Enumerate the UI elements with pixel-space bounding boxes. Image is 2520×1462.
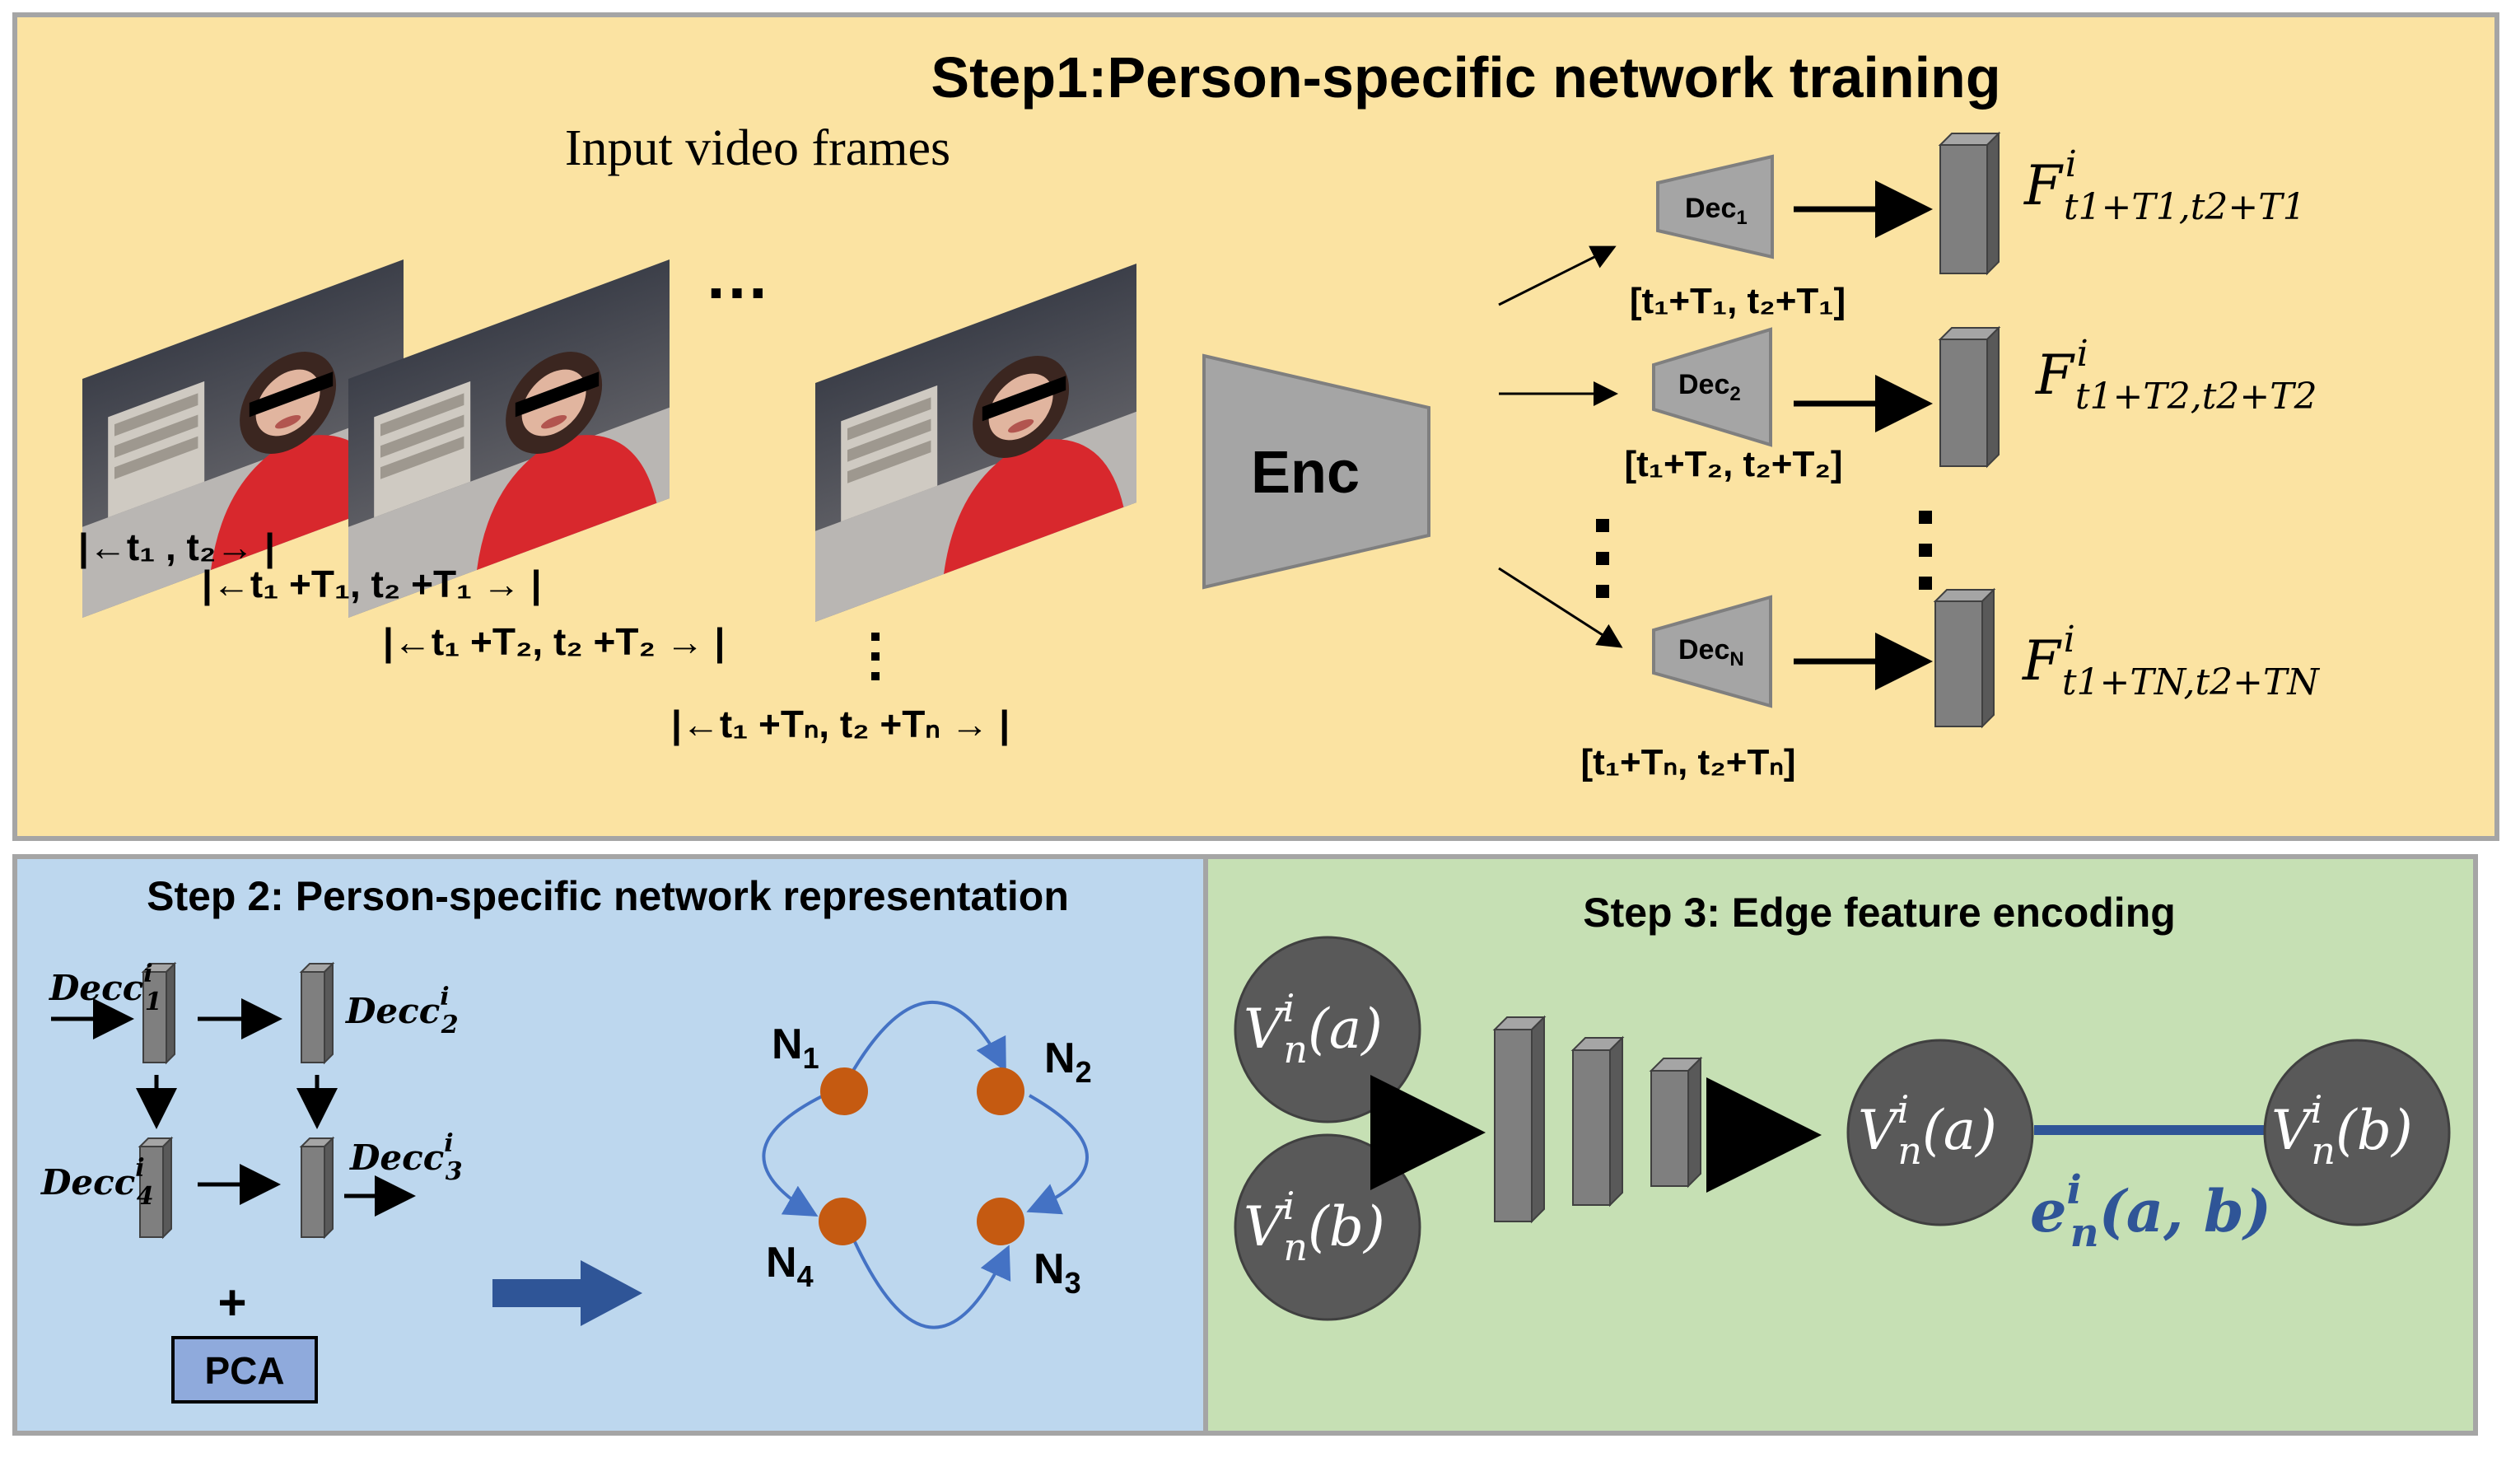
step1-title: Step1:Person-specific network training [931, 45, 2000, 110]
enc-to-dec1-arrow [1498, 245, 1617, 306]
graph-arcs [762, 1000, 1089, 1329]
edge-encoder-block-1 [1492, 1015, 1547, 1224]
node-N2 [977, 1067, 1024, 1115]
frames-ellipsis: … [704, 239, 770, 312]
step2-title: Step 2: Person-specific network represen… [147, 873, 1069, 919]
step2-dec-block-1 [141, 961, 177, 1065]
feature-block-2 [1938, 325, 2001, 469]
feature-block-1 [1938, 131, 2001, 276]
decoder-2-window: [t₁+T₂, t₂+T₂] [1624, 444, 1842, 484]
edge-encoder-block-3 [1649, 1056, 1703, 1189]
step3-title: Step 3: Edge feature encoding [1583, 890, 2176, 936]
time-window-4: |←t₁ +Tₙ, t₂ +Tₙ → | [671, 703, 1010, 745]
decoder-N-label: DecN [1678, 634, 1744, 670]
vertex-b-output [2263, 1039, 2451, 1226]
feature-block-N [1933, 587, 1996, 729]
decoder-2-block [1652, 327, 1772, 447]
pca-box [171, 1336, 318, 1404]
step2-dec-block-4 [138, 1136, 174, 1240]
decoder-1-block [1656, 154, 1774, 259]
edge-encoder-block-2 [1570, 1035, 1625, 1207]
decoder-N-block [1652, 595, 1772, 708]
encoder-block [1202, 353, 1430, 590]
decoder-1-window: [t₁+T₁, t₂+T₁] [1630, 281, 1846, 321]
step2-dec-block-2 [299, 961, 335, 1065]
decoder-2-label: Dec2 [1678, 369, 1741, 405]
decoder-1-label: Dec1 [1685, 193, 1748, 229]
vertex-a-output [1846, 1039, 2034, 1226]
decoder-N-window: [t₁+Tₙ, t₂+Tₙ] [1580, 742, 1795, 782]
encoder-label: Enc [1251, 440, 1360, 506]
time-window-1: |←t₁ , t₂→ | [78, 525, 275, 568]
time-window-2: |←t₁ +T₁, t₂ +T₁ → | [202, 563, 542, 605]
plus-sign: + [217, 1275, 246, 1330]
node-N3 [977, 1198, 1024, 1245]
node-N4 [819, 1198, 866, 1245]
pca-label: PCA [204, 1349, 284, 1392]
step2-dec-block-3 [299, 1136, 335, 1240]
node-N1 [820, 1067, 868, 1115]
step2-big-arrow [492, 1260, 642, 1326]
node-N2-label: N2 [1044, 1035, 1092, 1089]
step2-arrows [51, 998, 416, 1217]
input-frames-label: Input video frames [565, 120, 950, 176]
node-N4-label: N4 [766, 1239, 814, 1293]
vertical-ellipsis-decoders [1596, 511, 1932, 598]
node-N3-label: N3 [1034, 1245, 1081, 1300]
node-N1-label: N1 [772, 1021, 819, 1075]
time-window-3: |←t₁ +T₂, t₂ +T₂ → | [383, 620, 725, 663]
enc-to-decN-arrow [1498, 567, 1623, 648]
vertical-ellipsis-windows [871, 633, 880, 680]
